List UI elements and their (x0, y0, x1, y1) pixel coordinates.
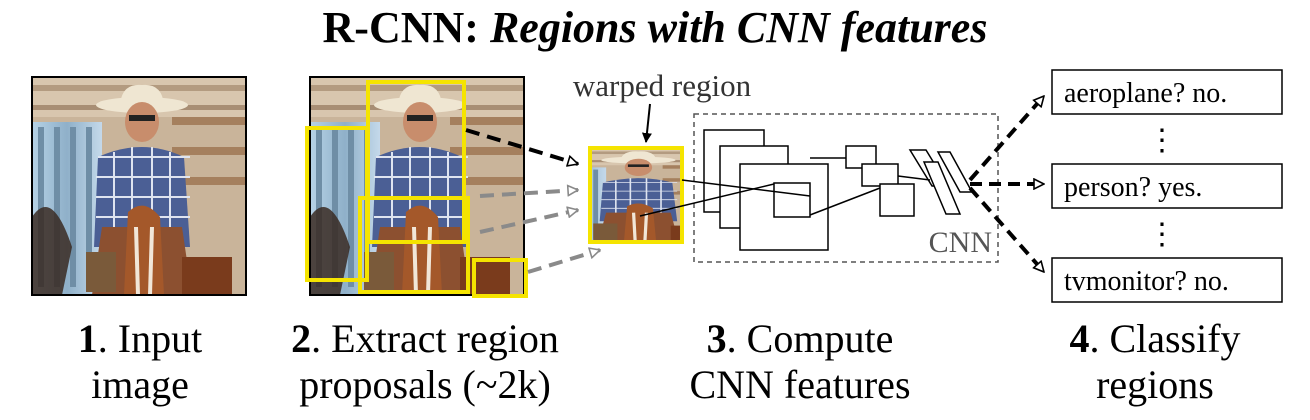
class-outputs: aeroplane? no. ⋮ person? yes. ⋮ tvmonito… (1051, 69, 1283, 303)
class-label-person: person? yes. (1064, 172, 1202, 203)
gray-dashed-arrow (479, 190, 578, 198)
proposal-arrows (465, 128, 600, 274)
cnn-label: CNN (929, 226, 992, 259)
region-proposal-fence (305, 126, 369, 282)
step-3-line2: CNN features (689, 362, 911, 407)
warped-region-pointer (641, 103, 652, 143)
step-1-number: 1 (77, 316, 98, 361)
step-2-number: 2 (291, 316, 312, 361)
step-2-text: . Extract region (311, 316, 559, 361)
figure-title: R-CNN: Regions with CNN features (0, 0, 1310, 56)
gray-dashed-arrow (479, 210, 578, 234)
warped-region-label: warped region (573, 68, 752, 103)
step-1-text: . Input (97, 316, 203, 361)
ellipsis-bottom: ⋮ (1147, 218, 1177, 251)
cnn-dashed-frame (693, 113, 999, 263)
step-3-text: . Compute (726, 316, 894, 361)
warped-region: warped region (573, 68, 752, 244)
title-main: R-CNN: (322, 3, 479, 52)
gray-dashed-arrow (527, 250, 600, 274)
step-4-number: 4 (1069, 316, 1090, 361)
ellipsis-top: ⋮ (1147, 124, 1177, 157)
arrow-to-aeroplane (968, 96, 1046, 182)
class-box-aeroplane (1051, 69, 1283, 115)
step-1-caption: 1. Input image (40, 316, 240, 408)
step-4-line2: regions (1096, 362, 1214, 407)
dark-dashed-arrow (465, 128, 578, 164)
step-3-caption: 3. Compute CNN features (650, 316, 950, 408)
class-label-aeroplane: aeroplane? no. (1064, 78, 1227, 109)
step-2-line2: proposals (~2k) (299, 362, 551, 407)
cnn-block: CNN (639, 113, 999, 263)
step-4-caption: 4. Classify regions (1040, 316, 1270, 408)
class-label-tvmonitor: tvmonitor? no. (1064, 266, 1229, 297)
step-3-number: 3 (706, 316, 727, 361)
region-proposal-horse (358, 196, 470, 294)
region-proposal-small (472, 258, 528, 298)
title-italic: Regions with CNN features (489, 3, 988, 52)
class-box-tvmonitor (1051, 257, 1283, 303)
proposals-image (305, 75, 528, 298)
step-1-line2: image (91, 362, 189, 407)
output-arrows (968, 96, 1046, 272)
step-4-text: . Classify (1089, 316, 1241, 361)
class-box-person (1051, 163, 1283, 209)
input-image (30, 75, 248, 297)
step-2-caption: 2. Extract region proposals (~2k) (255, 316, 595, 408)
